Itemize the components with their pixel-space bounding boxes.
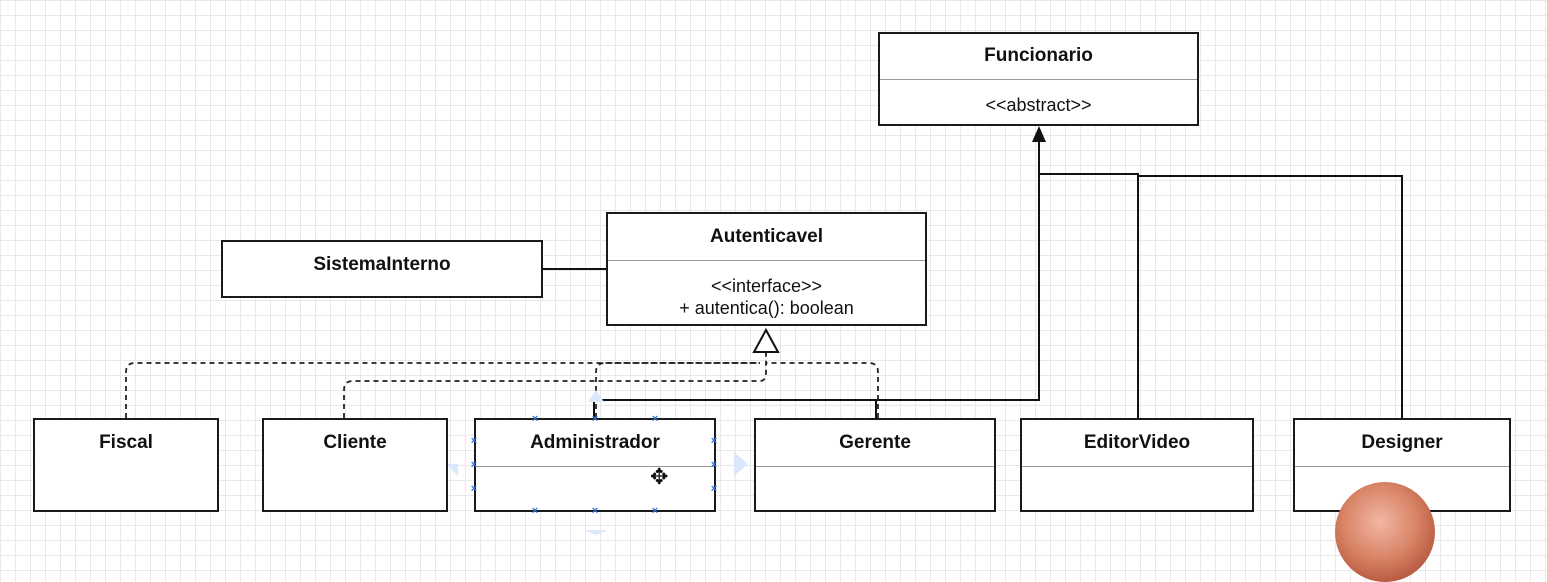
resize-handle-top-center[interactable]: ×: [591, 413, 599, 425]
presenter-video-avatar: [1335, 482, 1435, 582]
resize-handle-bottom-right[interactable]: ×: [651, 505, 659, 517]
class-funcionario-stereotype: <<abstract>>: [985, 95, 1092, 115]
class-fiscal[interactable]: Fiscal: [33, 418, 219, 512]
resize-handle-bottom-left[interactable]: ×: [531, 505, 539, 517]
class-designer-name: Designer: [1361, 432, 1443, 453]
class-cliente-name: Cliente: [323, 432, 387, 453]
class-autenticavel-separator: [608, 260, 925, 261]
arrow-hint-up: [588, 390, 604, 402]
resize-handle-bottom-center[interactable]: ×: [591, 505, 599, 517]
class-administrador[interactable]: Administrador: [474, 418, 716, 512]
funcionario-arrowhead: [1032, 126, 1046, 142]
connectors-layer: [125, 126, 1403, 535]
resize-handle-top-right[interactable]: ×: [651, 413, 659, 425]
arrow-hint-right: [734, 452, 748, 476]
class-fiscal-name: Fiscal: [99, 432, 153, 453]
autenticavel-hollow-arrowhead: [752, 327, 780, 353]
class-funcionario-name: Funcionario: [984, 45, 1093, 66]
class-gerente-name: Gerente: [839, 432, 911, 453]
edge-cliente-autenticavel: [343, 352, 767, 418]
selection-arrow-hints: [446, 390, 748, 535]
class-gerente[interactable]: Gerente: [754, 418, 996, 512]
class-sistemainterno[interactable]: SistemaInterno: [221, 240, 543, 298]
generalization-edges: [593, 140, 1403, 418]
class-autenticavel-stereotype: <<interface>>: [710, 276, 823, 296]
arrow-hint-down: [584, 530, 608, 535]
class-administrador-separator: [476, 466, 714, 467]
edge-editorvideo-funcionario: [1039, 173, 1139, 418]
class-editorvideo-name: EditorVideo: [1083, 432, 1191, 453]
resize-handle-right-3[interactable]: ×: [710, 483, 718, 495]
class-cliente[interactable]: Cliente: [262, 418, 448, 512]
class-autenticavel-method: + autentica(): boolean: [679, 298, 854, 318]
resize-handle-left-1[interactable]: ×: [470, 435, 478, 447]
edge-gerente-autenticavel: [766, 362, 879, 418]
edge-administrador-autenticavel: [595, 362, 760, 418]
class-gerente-separator: [756, 466, 994, 467]
arrow-hint-left: [446, 464, 458, 476]
class-autenticavel-name: Autenticavel: [710, 226, 823, 247]
edge-administrador-funcionario: [593, 140, 1040, 418]
resize-handle-top-left[interactable]: ×: [531, 413, 539, 425]
resize-handle-right-1[interactable]: ×: [710, 435, 718, 447]
move-icon: ✥: [650, 464, 669, 489]
class-administrador-name: Administrador: [530, 432, 660, 453]
class-editorvideo[interactable]: EditorVideo: [1020, 418, 1254, 512]
class-sistemainterno-name: SistemaInterno: [313, 254, 451, 275]
class-funcionario[interactable]: Funcionario <<abstract>>: [878, 32, 1199, 126]
edge-fiscal-autenticavel: [125, 362, 760, 418]
class-editorvideo-separator: [1022, 466, 1252, 467]
realization-edges: [125, 352, 879, 418]
class-designer-separator: [1295, 466, 1509, 467]
resize-handle-right-2[interactable]: ×: [710, 459, 718, 471]
resize-handle-left-2[interactable]: ×: [470, 459, 478, 471]
class-funcionario-separator: [880, 79, 1197, 80]
edge-designer-funcionario: [1138, 175, 1403, 418]
resize-handle-left-3[interactable]: ×: [470, 483, 478, 495]
class-autenticavel[interactable]: Autenticavel <<interface>> + autentica()…: [606, 212, 927, 326]
